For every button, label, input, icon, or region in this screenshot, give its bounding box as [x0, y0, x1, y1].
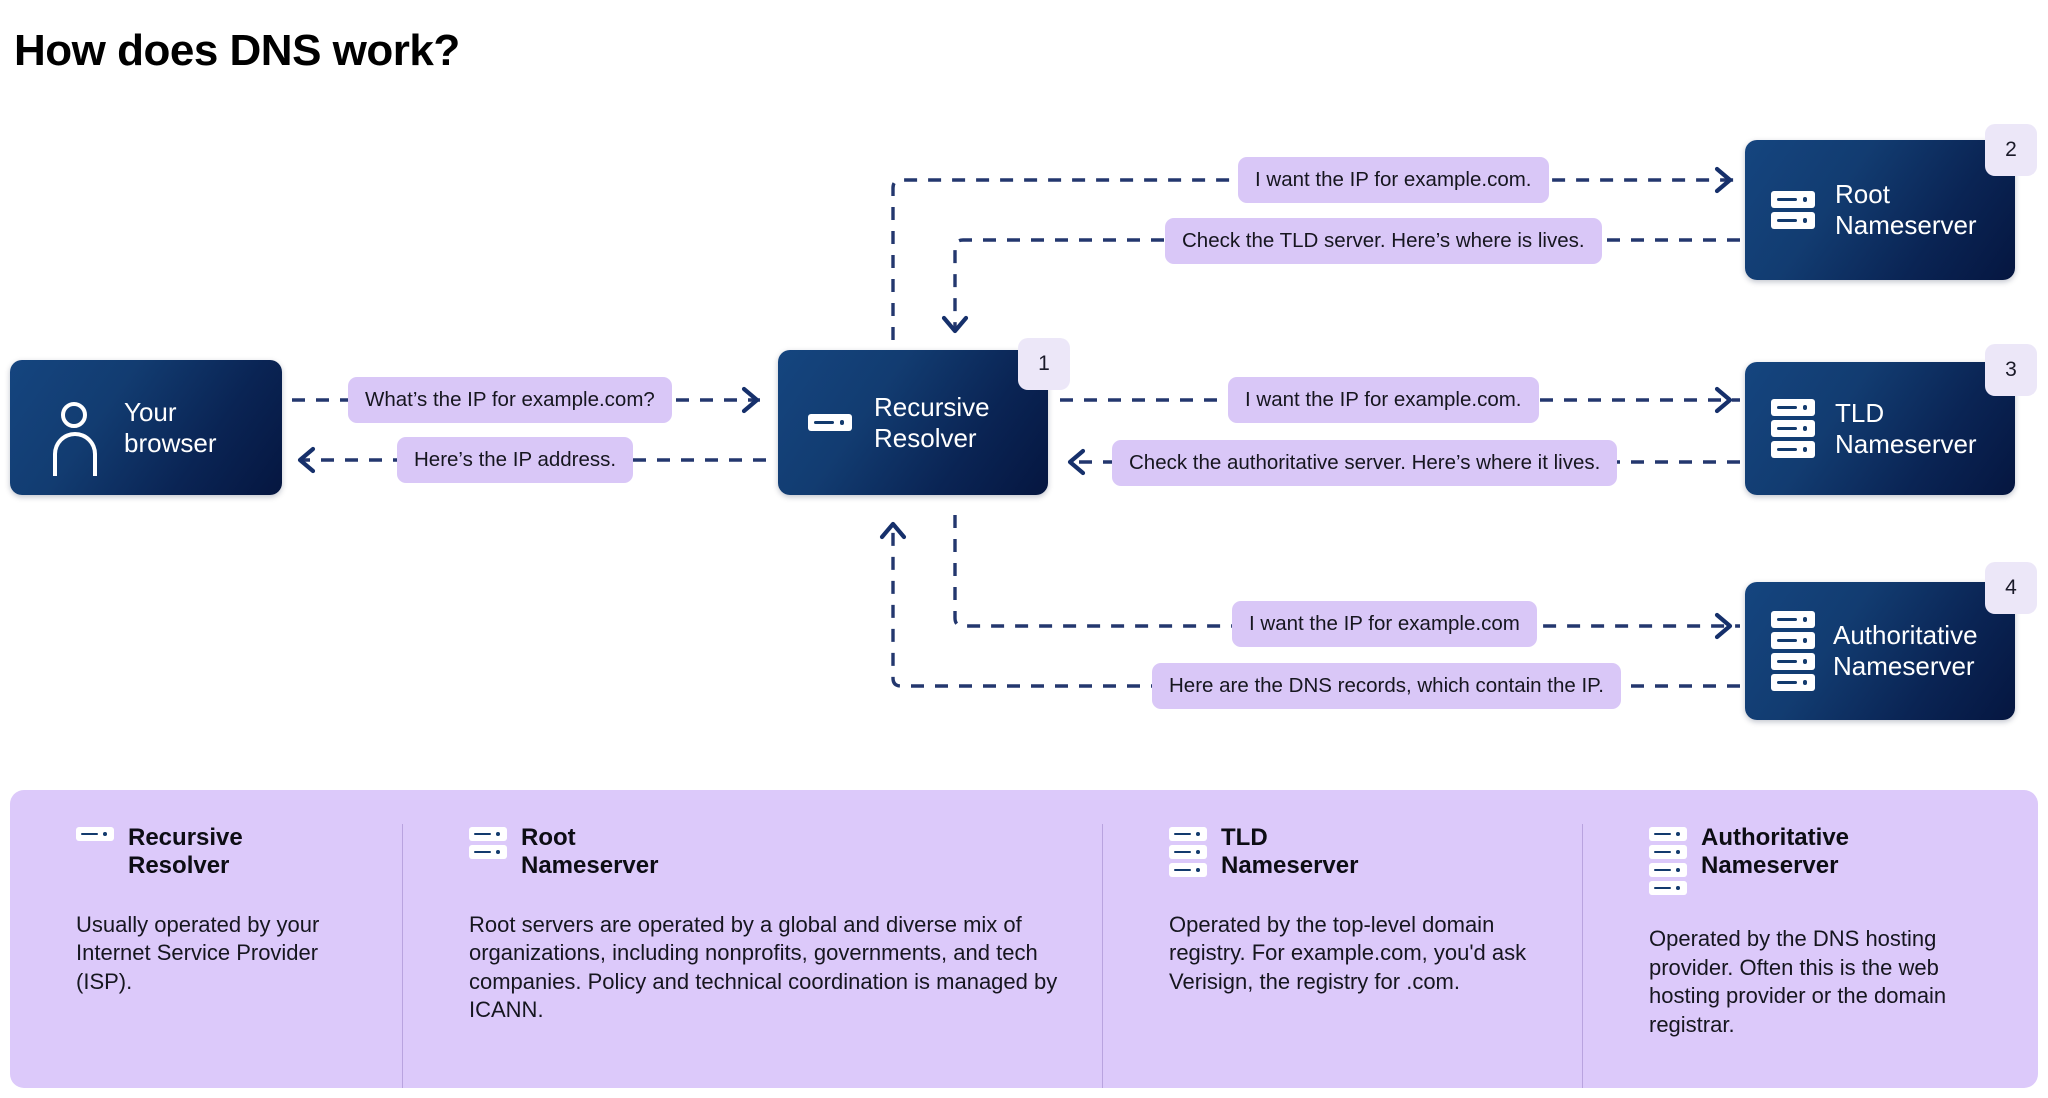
server-1-icon [76, 827, 114, 841]
node-label-resolver: Recursive Resolver [874, 391, 990, 453]
step-badge-4: 4 [1985, 562, 2037, 614]
arrowhead-into-resolver-top [941, 315, 969, 334]
legend-item-authoritative-nameserver: Authoritative Nameserver Operated by the… [1582, 824, 2038, 1088]
server-4-icon [1771, 611, 1815, 691]
node-recursive-resolver[interactable]: Recursive Resolver [778, 350, 1048, 495]
wire-resolver-to-auth [953, 515, 1740, 628]
message-resolver-to-browser: Here’s the IP address. [397, 437, 634, 483]
server-3-icon [1169, 827, 1207, 877]
legend-title: Root Nameserver [521, 824, 659, 880]
arrowhead-to-tld [1714, 386, 1733, 414]
arrowhead-to-root [1714, 166, 1733, 194]
node-label-auth: Authoritative Nameserver [1833, 620, 1978, 681]
legend-title: Authoritative Nameserver [1701, 824, 1850, 880]
legend-item-tld-nameserver: TLD Nameserver Operated by the top-level… [1102, 824, 1582, 1088]
arrowhead-into-resolver-bottom [879, 521, 907, 540]
server-2-icon [1771, 191, 1815, 229]
legend-description: Operated by the DNS hosting provider. Of… [1649, 926, 1947, 1037]
node-authoritative-nameserver[interactable]: Authoritative Nameserver [1745, 582, 2015, 720]
step-badge-2: 2 [1985, 124, 2037, 176]
server-3-icon [1771, 399, 1815, 458]
wire-root-to-resolver [953, 238, 1740, 330]
step-badge-1: 1 [1018, 338, 1070, 390]
node-your-browser[interactable]: Your browser [10, 360, 282, 495]
node-label-root: Root Nameserver [1835, 179, 1977, 240]
legend-item-root-nameserver: Root Nameserver Root servers are operate… [402, 824, 1102, 1088]
arrowhead-into-resolver-right [1067, 448, 1086, 476]
node-label-tld: TLD Nameserver [1835, 397, 1977, 459]
arrowhead-to-auth [1714, 612, 1733, 640]
wire-resolver-to-root [891, 178, 1740, 340]
message-resolver-to-auth: I want the IP for example.com [1232, 601, 1537, 647]
message-resolver-to-root: I want the IP for example.com. [1238, 157, 1549, 203]
message-auth-to-resolver: Here are the DNS records, which contain … [1152, 663, 1621, 709]
legend-panel: Recursive Resolver Usually operated by y… [10, 790, 2038, 1088]
legend-title: TLD Nameserver [1221, 824, 1359, 880]
server-2-icon [469, 827, 507, 859]
page-title: How does DNS work? [14, 26, 460, 75]
message-resolver-to-tld: I want the IP for example.com. [1228, 377, 1539, 423]
arrowhead-to-browser-left [297, 446, 316, 474]
server-4-icon [1649, 827, 1687, 895]
legend-item-recursive-resolver: Recursive Resolver Usually operated by y… [10, 824, 402, 1088]
message-browser-to-resolver: What’s the IP for example.com? [348, 377, 672, 423]
node-label-browser: Your browser [124, 396, 217, 458]
legend-description: Operated by the top-level domain registr… [1169, 911, 1527, 994]
node-tld-nameserver[interactable]: TLD Nameserver [1745, 362, 2015, 495]
legend-description: Root servers are operated by a global an… [469, 911, 1058, 1023]
wire-auth-to-resolver [891, 525, 1740, 688]
message-tld-to-resolver: Check the authoritative server. Here’s w… [1112, 440, 1618, 486]
legend-title: Recursive Resolver [128, 824, 243, 880]
legend-description: Usually operated by your Internet Servic… [76, 911, 320, 994]
node-root-nameserver[interactable]: Root Nameserver [1745, 140, 2015, 280]
server-1-icon [808, 414, 852, 431]
step-badge-3: 3 [1985, 344, 2037, 396]
arrowhead-to-resolver-right [741, 386, 760, 414]
message-root-to-resolver: Check the TLD server. Here’s where is li… [1165, 218, 1602, 264]
person-icon [50, 401, 100, 476]
